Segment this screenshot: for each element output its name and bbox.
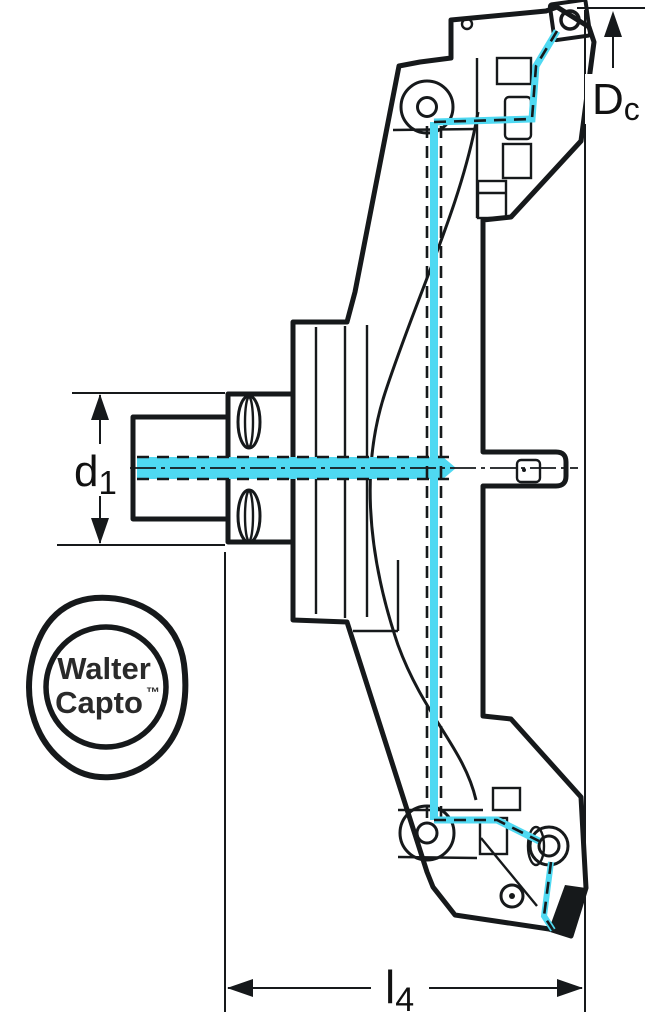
dimension-d1: d1 bbox=[57, 392, 225, 546]
coolant-lower-branch bbox=[434, 816, 541, 845]
d1-arrow-down bbox=[91, 518, 109, 544]
dc-arrow-up bbox=[604, 11, 622, 37]
clamp-block bbox=[491, 786, 522, 812]
l4-arrow-left bbox=[227, 979, 253, 997]
logo-trademark: ™ bbox=[146, 684, 160, 700]
dimension-dc: Dc bbox=[577, 7, 646, 1012]
walter-capto-logo: Walter Capto ™ bbox=[26, 594, 189, 781]
clamp-block bbox=[495, 56, 533, 86]
coolant-nozzle-icon bbox=[528, 825, 570, 867]
d1-arrow-up bbox=[91, 394, 109, 420]
upper-cutter-head bbox=[392, 0, 593, 220]
logo-text-line1: Walter bbox=[57, 651, 151, 686]
logo-inner-circle bbox=[43, 624, 169, 750]
capto-groove-upper bbox=[236, 394, 262, 450]
coolant-channels bbox=[137, 29, 561, 932]
pin-hole-icon bbox=[460, 17, 474, 31]
capto-groove-lower-inner bbox=[243, 489, 255, 543]
dc-label: Dc bbox=[592, 75, 640, 127]
d1-label: d1 bbox=[74, 447, 117, 501]
clamping-screw-icon bbox=[399, 79, 455, 135]
clamp-block bbox=[501, 142, 533, 180]
lower-insert-wedge bbox=[549, 885, 586, 936]
cutting-insert-icon bbox=[547, 0, 593, 43]
screw-icon bbox=[499, 883, 525, 909]
l4-label: l4 bbox=[385, 961, 414, 1019]
nozzle-collar bbox=[526, 825, 546, 867]
clamp-block bbox=[476, 179, 508, 220]
capto-groove-upper-inner bbox=[243, 395, 255, 449]
side-pin bbox=[515, 458, 542, 484]
logo-text-line2: Capto bbox=[55, 685, 143, 720]
l4-arrow-right bbox=[557, 979, 583, 997]
logo-plectrum-shape bbox=[26, 594, 189, 781]
capto-groove-lower bbox=[236, 488, 262, 544]
tool-body-silhouette bbox=[290, 4, 597, 939]
dimension-l4: l4 bbox=[224, 552, 583, 1019]
